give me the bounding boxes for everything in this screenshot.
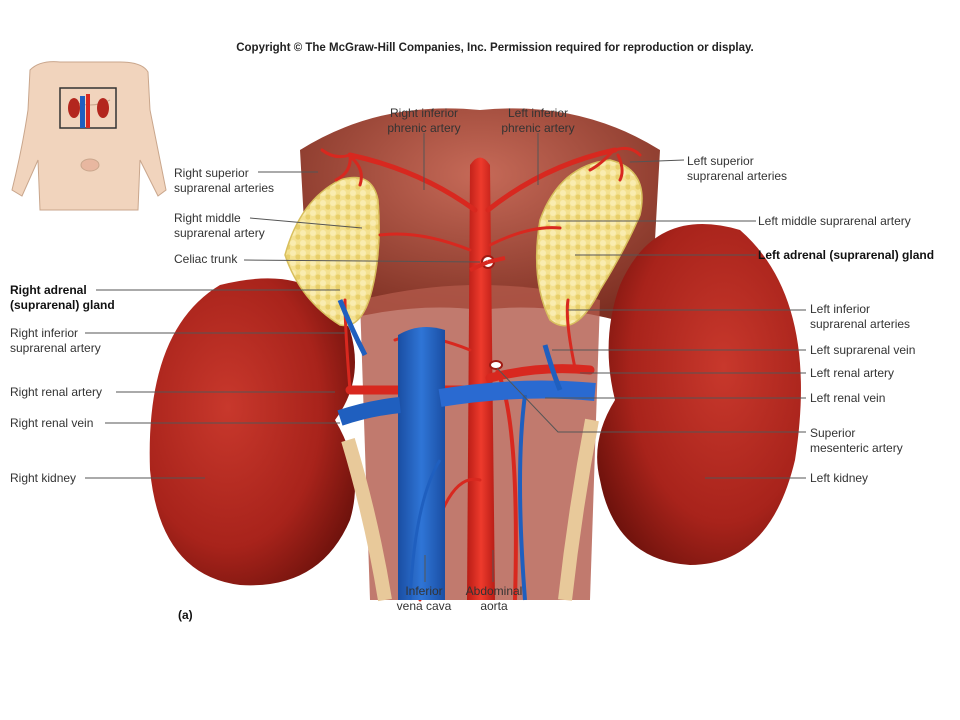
leader-lines (85, 133, 806, 582)
left-kidney-shape (597, 224, 801, 566)
copyright-notice: Copyright © The McGraw-Hill Companies, I… (236, 42, 754, 54)
left-adrenal-shape (535, 159, 643, 327)
label-right-kidney: Right kidney (10, 471, 77, 485)
label-left-adrenal-gland: Left adrenal (suprarenal) gland (758, 248, 935, 262)
label-left-renal-artery: Left renal artery (810, 366, 895, 380)
body-outline-thumbnail (11, 61, 167, 211)
label-right-renal-artery: Right renal artery (10, 385, 103, 399)
left-ureter (558, 418, 599, 601)
label-left-middle-suprarenal-artery: Left middle suprarenal artery (758, 214, 911, 228)
right-kidney-shape (149, 278, 355, 586)
inferior-vena-cava-shape (398, 326, 445, 600)
label-right-renal-vein: Right renal vein (10, 416, 94, 430)
right-adrenal-shape (284, 176, 380, 327)
label-left-renal-vein: Left renal vein (810, 391, 886, 405)
label-left-suprarenal-vein: Left suprarenal vein (810, 343, 916, 357)
right-ureter (341, 437, 392, 602)
label-right-adrenal-gland: Right adrenal(suprarenal) gland (10, 283, 115, 312)
left-renal-vein-shape (438, 380, 596, 407)
label-celiac-trunk: Celiac trunk (174, 252, 238, 266)
label-left-kidney: Left kidney (810, 471, 869, 485)
panel-label: (a) (178, 608, 193, 622)
